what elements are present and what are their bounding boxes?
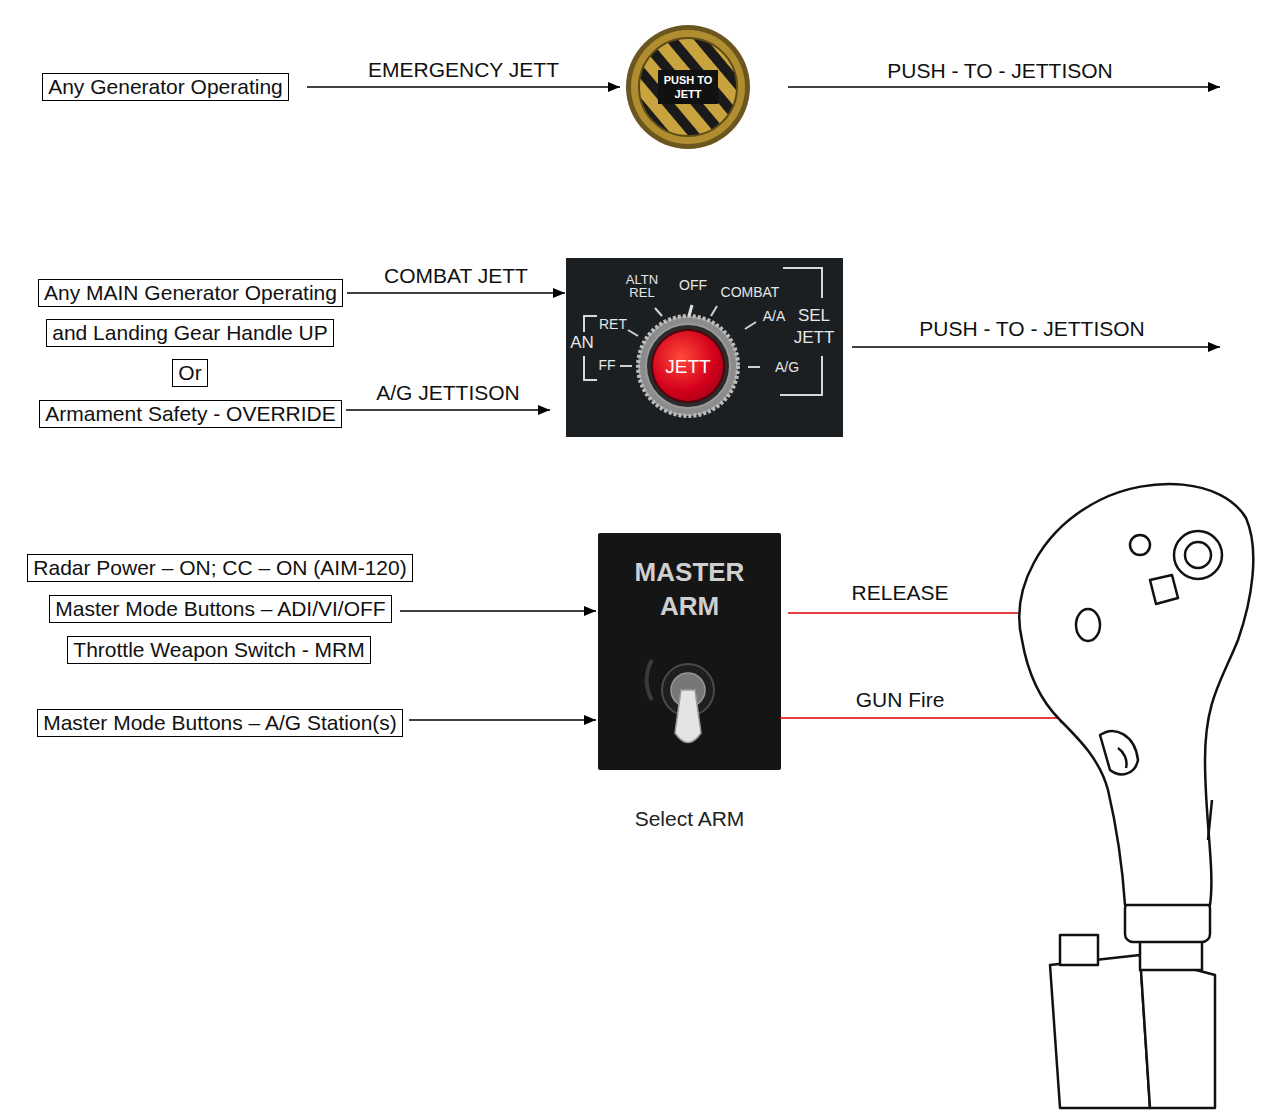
condition-box: Or [172, 359, 208, 387]
jettison-panel [566, 258, 843, 437]
condition-arrow [409, 719, 596, 721]
gun-arrow [780, 717, 1072, 719]
panel-label: Select ARM [635, 807, 745, 831]
condition-box: Any MAIN Generator Operating [38, 279, 343, 307]
master-arm-panel [598, 533, 781, 770]
condition-box: Any Generator Operating [42, 73, 289, 101]
condition-box: Master Mode Buttons – A/G Station(s) [37, 709, 403, 737]
panel-label: RET [599, 316, 627, 333]
grip-line [1208, 800, 1212, 840]
condition-arrow [307, 86, 620, 88]
pickle-button [1076, 609, 1100, 641]
condition-box: and Landing Gear Handle UP [46, 319, 334, 347]
jett-button: PUSH TO JETT [626, 25, 750, 149]
panel-label: ALTN REL [624, 273, 660, 299]
condition-box: Throttle Weapon Switch - MRM [67, 636, 371, 664]
button-bezel [631, 30, 745, 144]
edge-label: A/G JETTISON [376, 381, 520, 405]
arrow-label: RELEASE [852, 581, 949, 605]
panel-label: JETT [665, 355, 710, 378]
condition-arrow [347, 292, 565, 294]
panel-label: OFF [679, 277, 707, 294]
arrow-label: PUSH - TO - JETTISON [887, 59, 1113, 83]
toggle-lever [675, 690, 701, 743]
jettison-selector-panel: ALTN REL OFF COMBAT A/A SEL JETT RET ANFF A/G JE… [566, 258, 843, 437]
emergency-jett-button [626, 25, 750, 149]
stick-button [1185, 542, 1211, 568]
condition-box: Armament Safety - OVERRIDE [39, 400, 342, 428]
panel-label: FF [598, 357, 615, 374]
panel-label: A/G [775, 359, 799, 376]
stick-column [1140, 940, 1202, 970]
condition-text: Throttle Weapon Switch - MRM [70, 637, 367, 663]
button-stripes [639, 38, 737, 136]
knob-pointer [689, 305, 692, 316]
panel-face [566, 258, 843, 437]
control-stick [1019, 484, 1253, 1108]
stick-boot [1050, 955, 1150, 1108]
condition-text: and Landing Gear Handle UP [49, 320, 331, 346]
condition-text: Any MAIN Generator Operating [41, 280, 340, 306]
trigger-detail [1118, 748, 1127, 768]
edge-label: EMERGENCY JETT [368, 58, 559, 82]
knob-ring [646, 324, 730, 408]
master-arm-switch: MASTER ARM Select ARM [598, 533, 781, 833]
selector-knob [638, 316, 738, 416]
condition-text: Master Mode Buttons – ADI/VI/OFF [52, 596, 388, 622]
panel-label: COMBAT [721, 284, 780, 301]
arrow-label: GUN Fire [856, 688, 945, 712]
stick-boot [1140, 955, 1215, 1108]
gun-trigger [1100, 731, 1138, 774]
condition-text: Master Mode Buttons – A/G Station(s) [40, 710, 400, 736]
output-arrow [852, 346, 1220, 348]
condition-text: Or [175, 360, 204, 386]
arrow-label: PUSH - TO - JETTISON [919, 317, 1145, 341]
panel-label: PUSH TO JETT [658, 70, 718, 104]
panel-label: A/A [763, 308, 786, 325]
condition-box: Master Mode Buttons – ADI/VI/OFF [49, 595, 392, 623]
stick-collar [1125, 900, 1210, 942]
stick-grip [1019, 484, 1253, 905]
panel-label: AN [570, 333, 594, 353]
panel-label: MASTER ARM [615, 555, 765, 623]
condition-text: Armament Safety - OVERRIDE [42, 401, 339, 427]
stick-tab [1060, 935, 1098, 965]
stick-hat [1150, 575, 1178, 604]
condition-box: Radar Power – ON; CC – ON (AIM-120) [27, 554, 413, 582]
edge-label: COMBAT JETT [384, 264, 528, 288]
condition-arrow [346, 409, 550, 411]
stick-button [1130, 535, 1150, 555]
output-arrow [788, 86, 1220, 88]
stick-button [1174, 531, 1222, 579]
switch-guard [647, 660, 652, 700]
condition-text: Any Generator Operating [45, 74, 286, 100]
panel-face [598, 533, 781, 770]
condition-text: Radar Power – ON; CC – ON (AIM-120) [30, 555, 409, 581]
button-rim [626, 25, 750, 149]
condition-arrow [400, 610, 596, 612]
jett-pushbutton: JETT [653, 331, 723, 401]
panel-label: SEL JETT [791, 305, 837, 349]
